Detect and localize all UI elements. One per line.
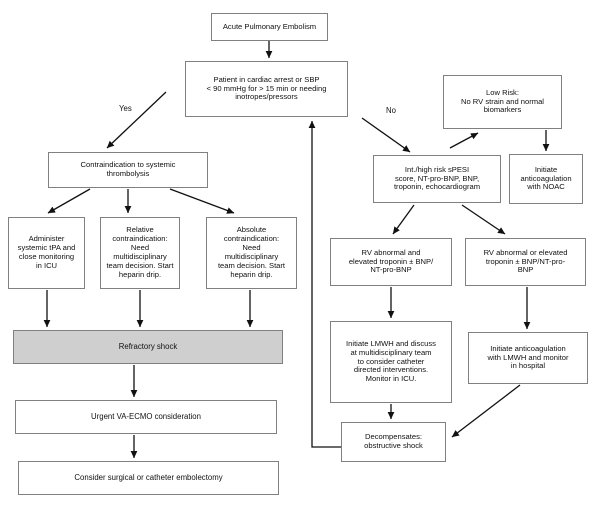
node-initiate-lmwh-icu[interactable]: Initiate LMWH and discuss at multidiscip… <box>330 321 452 403</box>
node-decompensates[interactable]: Decompensates: obstructive shock <box>341 422 446 462</box>
node-refractory-shock[interactable]: Refractory shock <box>13 330 283 364</box>
node-spesi[interactable]: Int./high risk sPESI score, NT-pro-BNP, … <box>373 155 501 203</box>
edge-spesi-to-low-risk <box>449 132 479 149</box>
edge-cardiac-arrest-to-contraindication <box>106 91 167 149</box>
node-relative-contraindication[interactable]: Relative contraindication: Need multidis… <box>100 217 180 289</box>
node-initiate-lmwh-hospital[interactable]: Initiate anticoagulation with LMWH and m… <box>468 332 588 384</box>
edge-label-yes: Yes <box>119 104 132 113</box>
node-va-ecmo[interactable]: Urgent VA-ECMO consideration <box>15 400 277 434</box>
edge-spesi-to-rv-or <box>461 204 506 235</box>
edge-label-no: No <box>386 106 396 115</box>
edge-cardiac-arrest-to-spesi <box>361 117 411 153</box>
node-initiate-noac[interactable]: Initiate anticoagulation with NOAC <box>509 154 583 204</box>
edge-lmwh-hospital-to-decompensates <box>451 384 521 438</box>
node-embolectomy[interactable]: Consider surgical or catheter embolectom… <box>18 461 279 495</box>
node-absolute-contraindication[interactable]: Absolute contraindication: Need multidis… <box>206 217 297 289</box>
edge-contraindication-to-absolute <box>169 188 235 214</box>
node-acute-pe[interactable]: Acute Pulmonary Embolism <box>211 13 328 41</box>
node-low-risk[interactable]: Low Risk: No RV strain and normal biomar… <box>443 75 562 129</box>
node-rv-abnormal-and[interactable]: RV abnormal and elevated troponin ± BNP/… <box>330 238 452 286</box>
node-cardiac-arrest[interactable]: Patient in cardiac arrest or SBP < 90 mm… <box>185 61 348 117</box>
node-contraindication[interactable]: Contraindication to systemic thrombolysi… <box>48 152 208 188</box>
node-administer-tpa[interactable]: Administer systemic tPA and close monito… <box>8 217 85 289</box>
node-rv-abnormal-or[interactable]: RV abnormal or elevated troponin ± BNP/N… <box>465 238 586 286</box>
edge-spesi-to-rv-and <box>392 204 415 235</box>
edge-contraindication-to-administer-tpa <box>47 188 91 214</box>
